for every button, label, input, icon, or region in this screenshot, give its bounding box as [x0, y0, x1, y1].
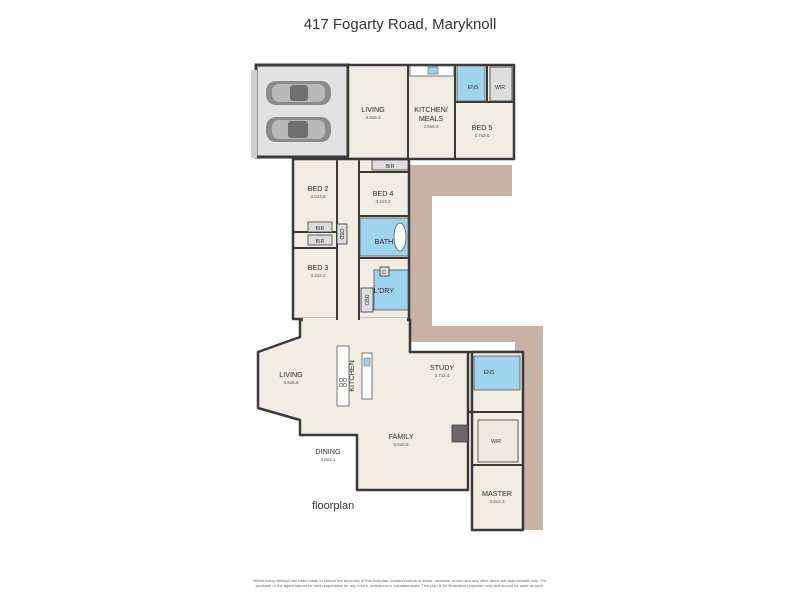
room-living-top: LIVING 3.8x6.3 [361, 105, 385, 120]
room-wir-bottom: WIR [491, 439, 501, 445]
svg-text:DINING: DINING [315, 447, 341, 456]
bir-bed4-box [371, 159, 409, 171]
room-bir1: BIR [316, 226, 325, 232]
svg-text:3.2x3.2: 3.2x3.2 [375, 199, 391, 204]
svg-text:KITCHEN/: KITCHEN/ [414, 105, 448, 114]
room-bir-bed4: BIR [386, 164, 395, 170]
cbd2-box [360, 287, 374, 313]
wir-top-box [489, 66, 513, 102]
car-icon [266, 117, 331, 142]
svg-text:8.0x6.5: 8.0x6.5 [393, 442, 409, 447]
cooktop-icon [338, 377, 347, 387]
svg-text:STUDY: STUDY [430, 363, 455, 372]
wir-bottom-box [477, 419, 519, 463]
svg-text:FAMILY: FAMILY [388, 432, 413, 441]
room-bed4: BED 4 3.2x3.2 [373, 189, 394, 204]
svg-text:3.8x3.3: 3.8x3.3 [489, 499, 505, 504]
cbd1-box [336, 223, 348, 245]
svg-text:BED 3: BED 3 [308, 263, 329, 272]
room-c: C [382, 270, 386, 276]
room-bath: BATH [375, 237, 394, 246]
floorplan-label: floorplan [312, 500, 355, 512]
room-kitchen: KITCHEN [347, 360, 356, 392]
svg-text:3.0x3.1: 3.0x3.1 [320, 457, 336, 462]
garage [254, 63, 350, 159]
c-box [379, 266, 390, 277]
room-cbd2: CBD [365, 294, 371, 305]
room-laundry: L'DRY [374, 286, 395, 295]
room-bed3: BED 3 3.3x3.2 [308, 263, 329, 278]
ensuite-top-wet [456, 65, 486, 102]
disclaimer-text: Whilst every attempt has been made to en… [253, 578, 547, 588]
svg-text:LIVING: LIVING [279, 370, 303, 379]
svg-text:BED 4: BED 4 [373, 189, 394, 198]
room-bir2: BIR [316, 239, 325, 245]
svg-text:3.8x6.3: 3.8x6.3 [365, 115, 381, 120]
room-master: MASTER 3.8x3.3 [482, 489, 512, 504]
svg-text:3.0x3.8: 3.0x3.8 [310, 194, 326, 199]
laundry-wet [373, 269, 409, 311]
svg-text:BED 5: BED 5 [472, 123, 493, 132]
island-sink-icon [363, 357, 371, 367]
room-ens-top: ENS [468, 85, 479, 91]
fireplace-icon [451, 424, 469, 443]
sink-icon [427, 66, 439, 75]
room-bed5: BED 5 3.7x3.6 [472, 123, 493, 138]
room-study: STUDY 3.7x2.4 [430, 363, 455, 378]
room-ens-bottom: ENS [484, 370, 495, 376]
bath-tub-icon [393, 222, 407, 252]
room-living-bottom: LIVING 5.5x5.6 [279, 370, 303, 385]
room-bed2: BED 2 3.0x3.8 [308, 184, 329, 199]
verandah-deck [410, 165, 543, 530]
bir2-box [307, 234, 333, 246]
room-wir-top: WIR [495, 85, 505, 91]
svg-text:MEALS: MEALS [419, 114, 444, 123]
internal-walls [293, 65, 523, 490]
svg-text:BED 2: BED 2 [308, 184, 329, 193]
page-title: 417 Fogarty Road, Maryknoll [303, 16, 497, 33]
room-family: FAMILY 8.0x6.5 [388, 432, 413, 447]
svg-text:3.7x2.4: 3.7x2.4 [434, 373, 450, 378]
svg-text:5.5x5.6: 5.5x5.6 [283, 380, 299, 385]
svg-text:MASTER: MASTER [482, 489, 512, 498]
svg-text:2.9x6.3: 2.9x6.3 [423, 124, 439, 129]
bir1-box [307, 221, 333, 233]
kitchen-island [361, 352, 373, 400]
garage-door [251, 70, 257, 158]
room-cbd1: CBD [338, 229, 344, 240]
svg-text:3.7x3.6: 3.7x3.6 [474, 133, 490, 138]
room-dining: DINING 3.0x3.1 [315, 447, 341, 462]
room-kitchen-meals: KITCHEN/ MEALS 2.9x6.3 [414, 105, 448, 129]
svg-text:3.3x3.2: 3.3x3.2 [310, 273, 326, 278]
kitchen-bench [336, 345, 350, 407]
ensuite-bottom-wet [473, 355, 521, 391]
svg-text:LIVING: LIVING [361, 105, 385, 114]
car-icon [266, 81, 331, 105]
